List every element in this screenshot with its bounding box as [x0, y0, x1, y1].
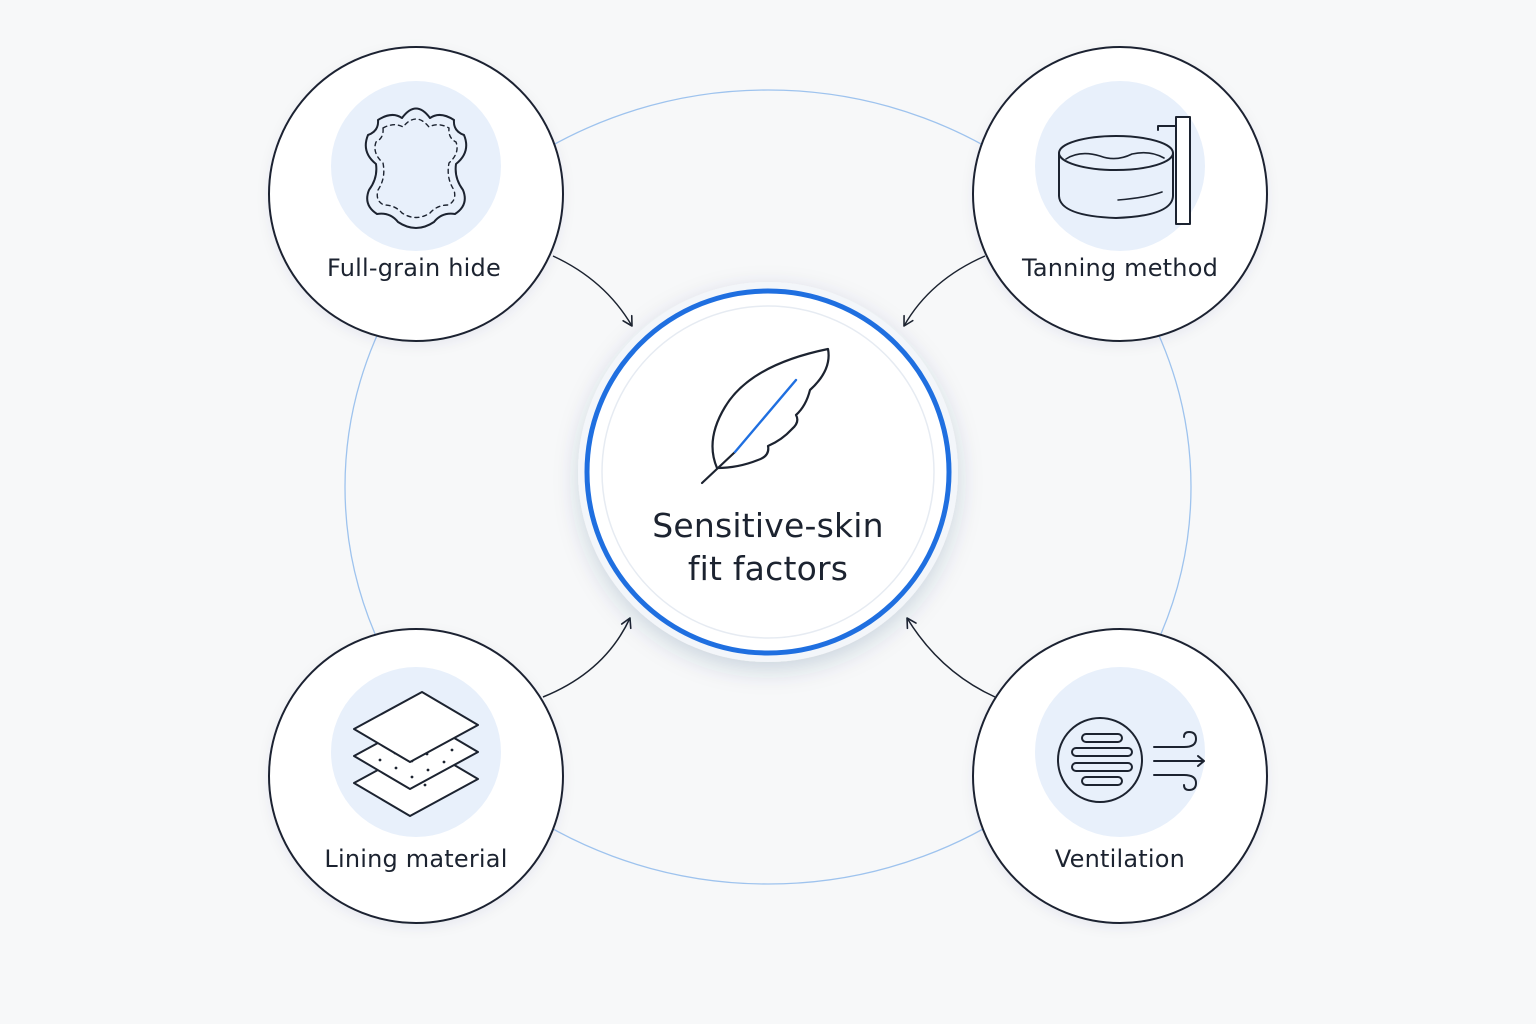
factor-label-lining-material: Lining material: [324, 845, 508, 873]
arrow-full-grain-hide: [552, 255, 633, 327]
factor-node-full-grain-hide: [268, 46, 564, 342]
center-node: [578, 282, 958, 662]
connector-ring: [344, 89, 1192, 885]
center-title-line-1: Sensitive-skin: [652, 506, 884, 545]
factor-label-full-grain-hide: Full-grain hide: [327, 254, 501, 282]
factor-node-lining-material: [268, 628, 564, 924]
factor-node-ventilation: [972, 628, 1268, 924]
factor-label-tanning-method: Tanning method: [1021, 254, 1219, 282]
center-title: Sensitive-skin fit factors: [598, 504, 938, 590]
tanning-drum-icon: [1058, 116, 1191, 225]
factor-node-tanning-method: [972, 46, 1268, 342]
factor-label-ventilation: Ventilation: [1054, 845, 1186, 873]
layers-icon: [353, 691, 479, 817]
center-title-line-2: fit factors: [687, 549, 849, 588]
arrow-ventilation: [906, 617, 996, 698]
arrow-tanning-method: [903, 255, 986, 327]
airflow-vent-icon: [1057, 717, 1205, 803]
leather-hide-icon: [364, 107, 468, 229]
arrow-lining-material: [542, 617, 632, 698]
feather-icon: [700, 347, 830, 485]
